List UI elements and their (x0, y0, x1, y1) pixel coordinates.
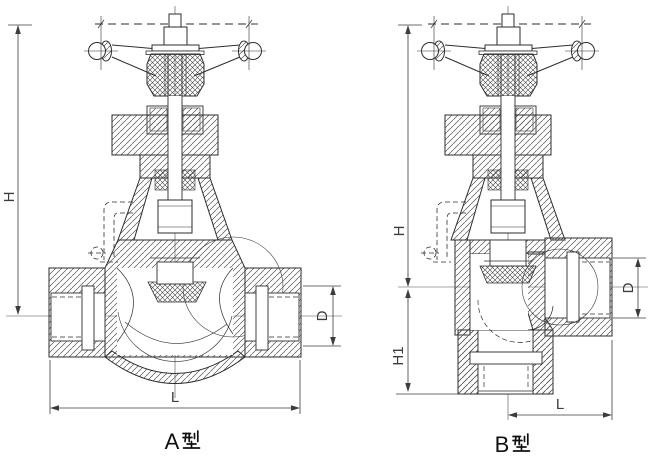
valve-a-dim-label-l: L (171, 389, 179, 406)
valve-b-handwheel-bonnet (416, 13, 600, 263)
valve-b-caption-letter: B (495, 432, 510, 457)
valve-a-dim-label-d: D (314, 310, 331, 321)
valve-a-drawing: H D L A (1, 6, 342, 454)
valve-a-caption: A (165, 429, 201, 454)
valve-b-dim-height1 (396, 289, 462, 395)
valve-b-dim-height (398, 24, 422, 287)
valve-a-dim-label-h: H (1, 192, 18, 203)
valve-a-caption-xing-glyph (182, 430, 201, 449)
valve-b-dim-label-h: H (391, 226, 408, 237)
valve-b-drawing: H H1 D L B (390, 6, 648, 457)
valve-a-dim-length (49, 360, 301, 414)
valve-a-body (48, 236, 302, 384)
valve-a-dim-diameter (303, 285, 341, 347)
valve-b-dim-label-d: D (620, 282, 637, 293)
valve-b-dim-length (508, 340, 613, 420)
valve-b-dim-label-l: L (556, 396, 564, 413)
valve-b-dim-label-h1: H1 (390, 346, 407, 365)
valve-b-caption: B (495, 432, 531, 457)
valve-b-body (454, 237, 613, 395)
valve-b-caption-xing-glyph (512, 433, 531, 452)
valve-a-caption-letter: A (165, 429, 180, 454)
valve-a-dim-height (8, 24, 32, 315)
valve-a-handwheel-bonnet (83, 13, 267, 263)
valve-b-dim-diameter (613, 257, 646, 319)
